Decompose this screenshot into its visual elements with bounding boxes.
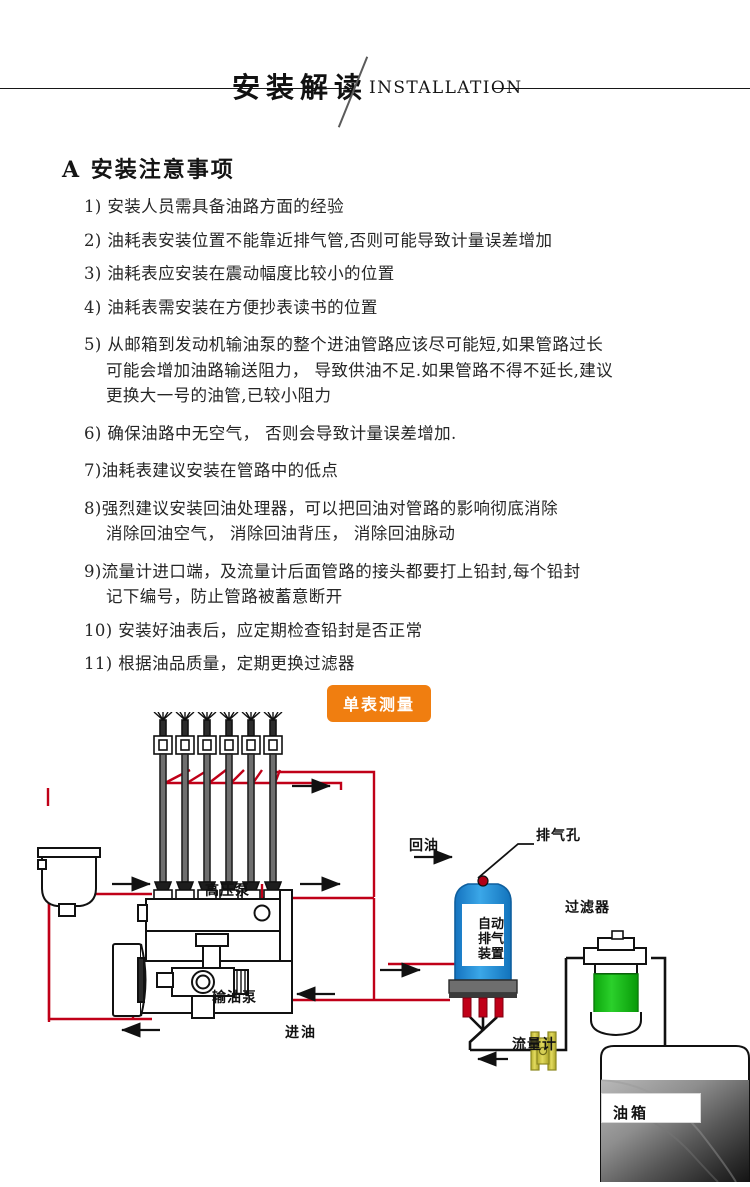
label-fuel-return: 回油: [409, 838, 439, 854]
list-item: 6) 确保油路中无空气， 否则会导致计量误差增加.: [84, 421, 684, 447]
note-line: 记下编号，防止管路被蓄意断开: [106, 587, 343, 606]
label-flow-meter: 流量计: [512, 1037, 557, 1053]
label-auto-vent-device: 自动 排气 装置: [469, 917, 513, 962]
fuel-filter: [583, 930, 647, 1037]
note-line: 9)流量计进口端，及流量计后面管路的接头都要打上铅封,每个铅封: [84, 561, 581, 581]
page-header: 安装解读 INSTALLATION: [0, 28, 750, 128]
label-auto-vent-device-line1: 自动: [477, 917, 504, 932]
note-line: 更换大一号的油管,已较小阻力: [106, 386, 332, 405]
list-item: 1) 安装人员需具备油路方面的经验: [84, 194, 684, 220]
label-high-pressure-pump: 高压泵: [205, 883, 250, 899]
flow-meter: [530, 1031, 557, 1071]
tank-label-box: [601, 1093, 701, 1123]
pump-drive-wheel: [112, 943, 147, 1017]
note-line: 2) 油耗表安装位置不能靠近排气管,否则可能导致计量误差增加: [84, 230, 553, 250]
note-line: 5) 从邮箱到发动机输油泵的整个进油管路应该尽可能短,如果管路过长: [84, 335, 604, 354]
note-line: 8)强烈建议安装回油处理器，可以把回油对管路的影响彻底消除: [84, 498, 559, 518]
transfer-pump: [156, 933, 249, 1019]
note-line: 3) 油耗表应安装在震动幅度比较小的位置: [84, 264, 395, 283]
notes-list: 1) 安装人员需具备油路方面的经验 2) 油耗表安装位置不能靠近排气管,否则可能…: [84, 194, 684, 685]
note-line: 10) 安装好油表后，应定期检查铅封是否正常: [84, 620, 423, 640]
fuel-system-diagram: 高压泵 输油泵 进油 回油 排气孔 过滤器 流量计 自动 排气 装置 油箱: [0, 712, 750, 1182]
note-line: 11) 根据油品质量，定期更换过滤器: [84, 654, 355, 673]
pipe-black-group: [468, 956, 667, 1058]
list-item: 4) 油耗表需安装在方便抄表读书的位置: [84, 295, 684, 321]
note-line: 可能会增加油路输送阻力， 导致供油不足.如果管路不得不延长,建议: [106, 360, 614, 380]
header-rule-right: [492, 88, 750, 89]
list-item: 7)油耗表建议安装在管路中的低点: [84, 458, 684, 484]
note-line: 6) 确保油路中无空气， 否则会导致计量误差增加.: [84, 423, 457, 443]
status-badge: 单表测量: [327, 685, 432, 722]
label-fuel-inlet: 进油: [285, 1025, 317, 1041]
injector-group: [153, 712, 283, 900]
label-vent-hole: 排气孔: [536, 828, 581, 844]
label-auto-vent-device-line2: 排气: [477, 932, 504, 947]
label-auto-vent-device-line3: 装置: [477, 947, 504, 962]
list-item: 10) 安装好油表后，应定期检查铅封是否正常: [84, 618, 684, 644]
label-transfer-pump: 输油泵: [212, 990, 257, 1006]
list-item: 8)强烈建议安装回油处理器，可以把回油对管路的影响彻底消除 消除回油空气， 消除…: [84, 496, 684, 547]
label-fuel-tank: 油箱: [613, 1104, 650, 1122]
list-item: 5) 从邮箱到发动机输油泵的整个进油管路应该尽可能短,如果管路过长 可能会增加油…: [84, 332, 684, 409]
label-filter: 过滤器: [565, 900, 610, 916]
header-rule-left: [0, 88, 352, 89]
note-line: 4) 油耗表需安装在方便抄表读书的位置: [84, 297, 378, 317]
auto-vent-device: [448, 843, 534, 1018]
note-line: 1) 安装人员需具备油路方面的经验: [84, 197, 344, 216]
section-title: A 安装注意事项: [62, 157, 235, 183]
flow-arrow-group: [112, 778, 508, 1067]
note-line: 消除回油空气， 消除回油背压， 消除回油脉动: [106, 524, 456, 543]
list-item: 3) 油耗表应安装在震动幅度比较小的位置: [84, 261, 684, 287]
list-item: 2) 油耗表安装位置不能靠近排气管,否则可能导致计量误差增加: [84, 228, 684, 254]
page-title-en: INSTALLATION: [369, 78, 523, 98]
list-item: 9)流量计进口端，及流量计后面管路的接头都要打上铅封,每个铅封 记下编号，防止管…: [84, 559, 684, 610]
list-item: 11) 根据油品质量，定期更换过滤器: [84, 651, 684, 677]
pre-filter-bowl: [37, 847, 101, 917]
note-line: 7)油耗表建议安装在管路中的低点: [84, 461, 339, 480]
page-title-cn: 安装解读: [232, 71, 369, 104]
